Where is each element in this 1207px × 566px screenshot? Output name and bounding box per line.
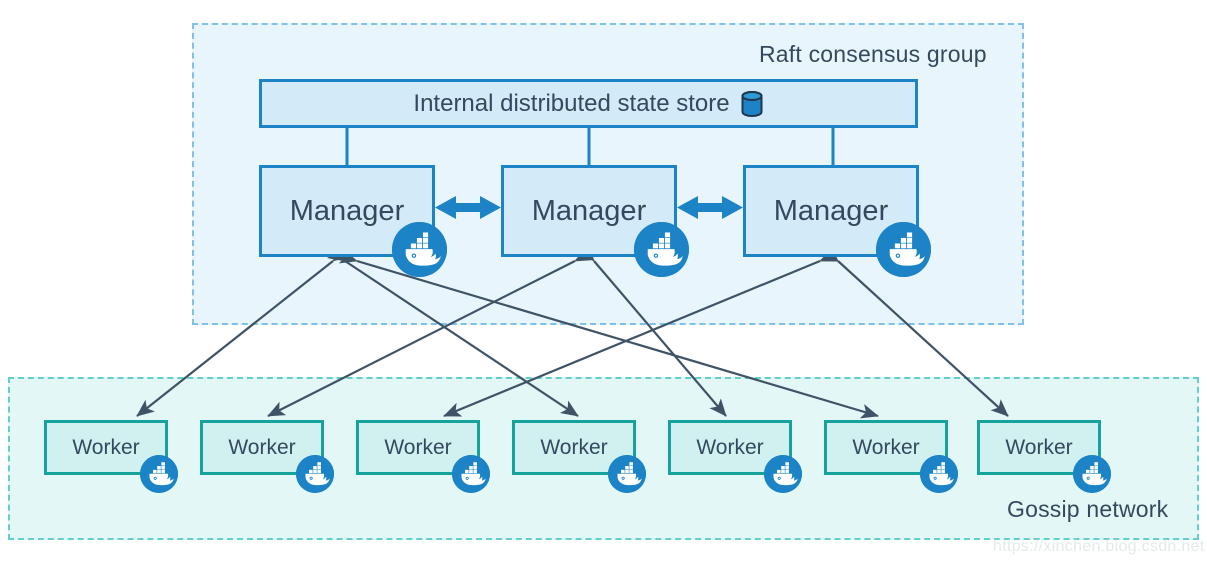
docker-whale-icon-worker-3 [452, 455, 490, 493]
manager-peer-link-1-2 [435, 196, 501, 219]
worker-label: Worker [852, 435, 920, 459]
worker-node-2: Worker [200, 420, 324, 475]
worker-node-7: Worker [977, 420, 1101, 475]
state-store-label: Internal distributed state store [413, 89, 730, 117]
manager-worker-links [136, 243, 1009, 419]
manager-label: Manager [773, 194, 889, 227]
worker-node-5: Worker [668, 420, 792, 475]
docker-whale-icon-worker-6 [920, 455, 958, 493]
link-m1-w1 [136, 244, 351, 417]
docker-whale-icon-worker-1 [140, 455, 178, 493]
manager-label: Manager [531, 194, 647, 227]
worker-label: Worker [72, 435, 140, 459]
worker-label: Worker [540, 435, 608, 459]
docker-whale-icon-manager-1 [392, 222, 447, 277]
link-m3-w3 [443, 247, 839, 418]
docker-whale-icon-worker-2 [296, 455, 334, 493]
docker-whale-icon-manager-3 [876, 222, 931, 277]
manager-label: Manager [289, 194, 405, 227]
gossip-network-label: Gossip network [1007, 496, 1169, 522]
manager-peer-links [435, 196, 743, 219]
link-m2-w2 [267, 246, 594, 417]
docker-whale-icon-worker-5 [764, 455, 802, 493]
docker-whale-icon-worker-4 [608, 455, 646, 493]
database-cylinder-icon [740, 90, 764, 118]
link-m1-w4 [326, 245, 579, 417]
worker-label: Worker [696, 435, 764, 459]
worker-label: Worker [384, 435, 452, 459]
docker-whale-icon-worker-7 [1073, 455, 1111, 493]
worker-label: Worker [228, 435, 296, 459]
worker-label: Worker [1005, 435, 1073, 459]
internal-distributed-state-store-box: Internal distributed state store [259, 79, 918, 128]
docker-whale-icon-manager-2 [634, 222, 689, 277]
link-m3-w7 [820, 244, 1009, 417]
link-m1-w6 [338, 249, 879, 419]
site-watermark: https://xinchen.blog.csdn.net [993, 538, 1205, 555]
state-store-risers [345, 128, 835, 165]
raft-consensus-group-label: Raft consensus group [759, 41, 987, 67]
manager-peer-link-2-3 [677, 196, 743, 219]
